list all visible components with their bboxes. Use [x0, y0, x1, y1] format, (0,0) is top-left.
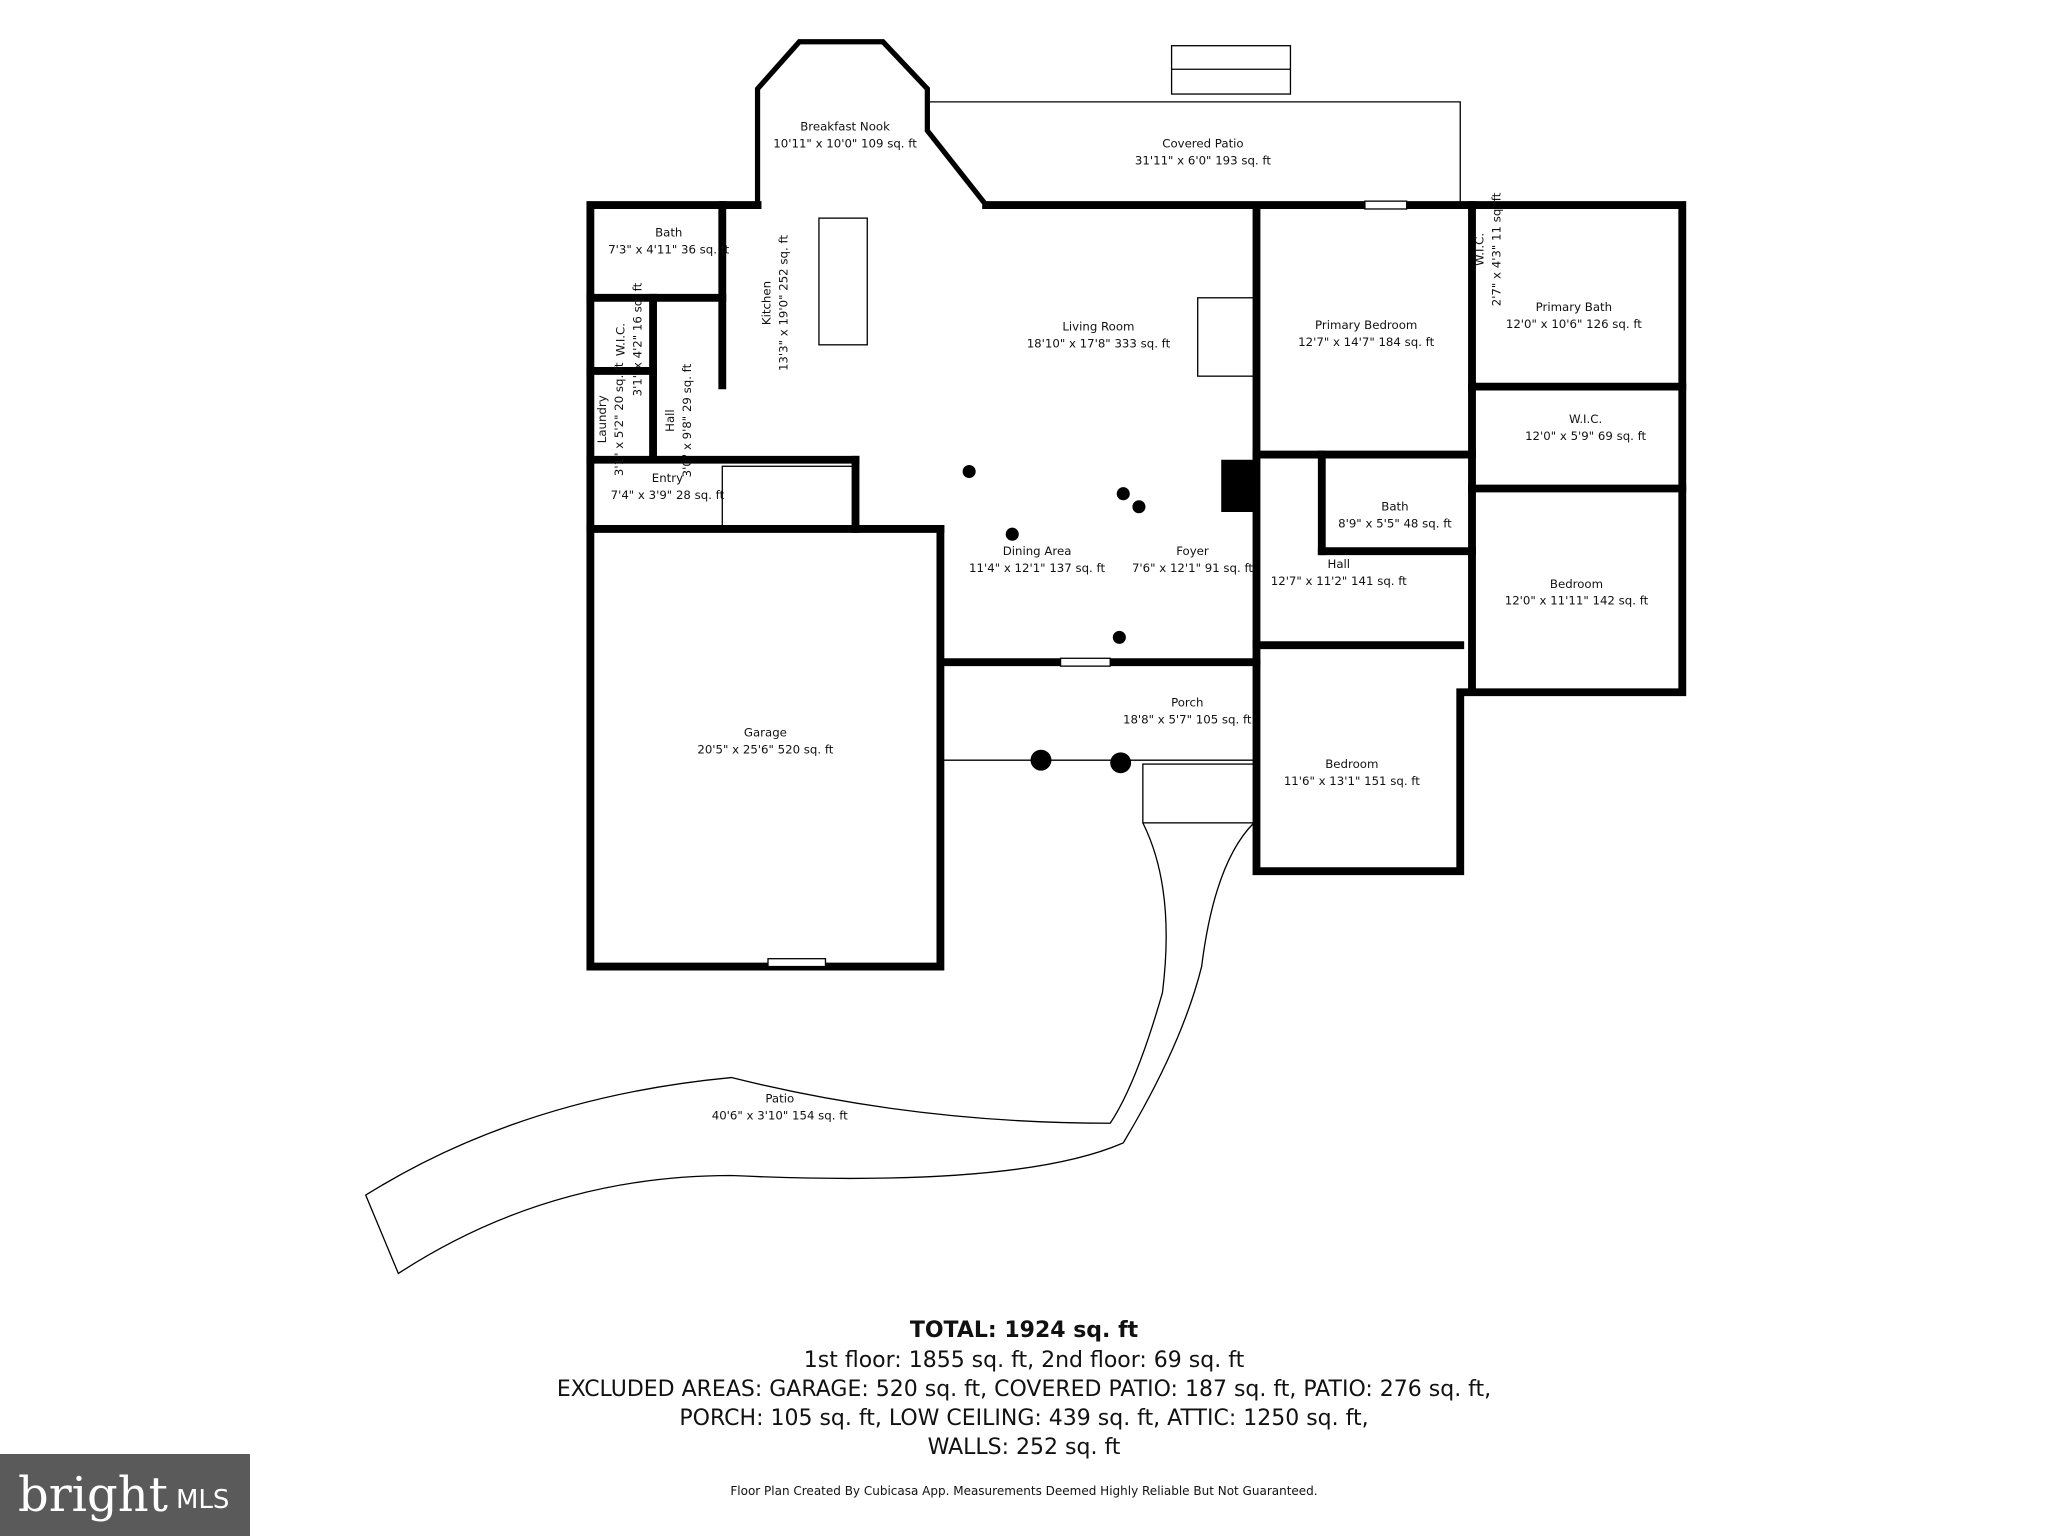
room-dimensions: 12'0" x 10'6" 126 sq. ft — [1506, 317, 1642, 331]
walls-area: WALLS: 252 sq. ft — [927, 1435, 1121, 1460]
room-name: Porch — [1171, 696, 1203, 710]
room-dimensions: 12'7" x 11'2" 141 sq. ft — [1271, 574, 1407, 588]
room-dimensions: 18'10" x 17'8" 333 sq. ft — [1027, 336, 1171, 350]
room-name: W.I.C. — [1569, 412, 1602, 426]
room-name: Living Room — [1062, 319, 1134, 333]
room-dimensions: 7'6" x 12'1" 91 sq. ft — [1132, 561, 1253, 575]
room-name: Covered Patio — [1162, 137, 1243, 151]
room-dimensions: 11'4" x 12'1" 137 sq. ft — [969, 561, 1105, 575]
bright-mls-logo: bright MLS — [0, 1454, 250, 1536]
room-dimensions: 7'4" x 3'9" 28 sq. ft — [611, 488, 725, 502]
room-label: Porch 18'8" x 5'7" 105 sq. ft — [1123, 696, 1252, 727]
room-dimensions: 12'7" x 14'7" 184 sq. ft — [1298, 335, 1434, 349]
total-area: TOTAL: 1924 sq. ft — [909, 1318, 1139, 1343]
room-name: W.I.C. — [1473, 233, 1487, 266]
room-label: Bath 8'9" x 5'5" 48 sq. ft — [1338, 500, 1452, 531]
room-name: Patio — [765, 1091, 794, 1105]
floor-areas: 1st floor: 1855 sq. ft, 2nd floor: 69 sq… — [803, 1348, 1245, 1373]
room-dimensions: 31'11" x 6'0" 193 sq. ft — [1135, 154, 1271, 168]
walls — [364, 39, 1687, 1275]
room-label: W.I.C. 12'0" x 5'9" 69 sq. ft — [1525, 412, 1646, 443]
room-dimensions: 40'6" x 3'10" 154 sq. ft — [712, 1108, 848, 1122]
room-name: Bath — [655, 225, 682, 239]
excluded-areas-1: EXCLUDED AREAS: GARAGE: 520 sq. ft, COVE… — [556, 1377, 1492, 1402]
room-label: Dining Area 11'4" x 12'1" 137 sq. ft — [969, 544, 1105, 575]
room-dimensions: 3'1" x 5'2" 20 sq. ft — [612, 362, 626, 476]
room-name: Garage — [744, 726, 787, 740]
room-label: Primary Bath 12'0" x 10'6" 126 sq. ft — [1506, 300, 1642, 331]
room-name: Hall — [1327, 557, 1350, 571]
room-dimensions: 8'9" x 5'5" 48 sq. ft — [1338, 517, 1452, 531]
room-label: Primary Bedroom 12'7" x 14'7" 184 sq. ft — [1298, 318, 1434, 349]
room-label: Entry 7'4" x 3'9" 28 sq. ft — [611, 471, 725, 502]
room-dimensions: 7'3" x 4'11" 36 sq. ft — [608, 242, 729, 256]
excluded-areas-2: PORCH: 105 sq. ft, LOW CEILING: 439 sq. … — [679, 1406, 1369, 1431]
room-label: Hall 12'7" x 11'2" 141 sq. ft — [1271, 557, 1407, 588]
room-label: Bath 7'3" x 4'11" 36 sq. ft — [608, 225, 729, 256]
room-dimensions: 18'8" x 5'7" 105 sq. ft — [1123, 713, 1252, 727]
room-label: Living Room 18'10" x 17'8" 333 sq. ft — [1027, 319, 1171, 350]
room-name: Bedroom — [1325, 757, 1378, 771]
room-dimensions: 20'5" x 25'6" 520 sq. ft — [697, 743, 833, 757]
room-name: Primary Bath — [1536, 300, 1612, 314]
room-name: Bath — [1381, 500, 1408, 514]
room-name: Hall — [663, 409, 677, 432]
summary-lines: 1st floor: 1855 sq. ft, 2nd floor: 69 sq… — [0, 1346, 2048, 1462]
logo-brand: bright — [18, 1467, 168, 1523]
room-dimensions: 10'11" x 10'0" 109 sq. ft — [773, 137, 917, 151]
room-name: Dining Area — [1003, 544, 1072, 558]
room-label: W.I.C.2'7" x 4'3" 11 sq. ft — [1473, 192, 1504, 306]
credit-note: Floor Plan Created By Cubicasa App. Meas… — [730, 1484, 1318, 1498]
room-label: Patio 40'6" x 3'10" 154 sq. ft — [712, 1091, 848, 1122]
room-labels: Breakfast Nook 10'11" x 10'0" 109 sq. ft C… — [595, 120, 1649, 1123]
room-label: Garage 20'5" x 25'6" 520 sq. ft — [697, 726, 833, 757]
room-name: W.I.C. — [613, 323, 627, 356]
room-name: Entry — [652, 471, 683, 485]
room-name: Foyer — [1176, 544, 1209, 558]
logo-suffix: MLS — [175, 1485, 230, 1515]
room-name: Breakfast Nook — [800, 120, 890, 134]
room-label: Foyer 7'6" x 12'1" 91 sq. ft — [1132, 544, 1253, 575]
room-dimensions: 3'1" x 4'2" 16 sq. ft — [630, 282, 644, 396]
room-dimensions: 11'6" x 13'1" 151 sq. ft — [1284, 774, 1420, 788]
room-name: Laundry — [595, 395, 609, 443]
room-name: Primary Bedroom — [1315, 318, 1417, 332]
room-dimensions: 13'3" x 19'0" 252 sq. ft — [777, 235, 791, 371]
room-label: Covered Patio 31'11" x 6'0" 193 sq. ft — [1135, 137, 1271, 168]
room-label: Breakfast Nook 10'11" x 10'0" 109 sq. ft — [773, 120, 917, 151]
room-dimensions: 12'0" x 5'9" 69 sq. ft — [1525, 429, 1646, 443]
room-label: Bedroom 11'6" x 13'1" 151 sq. ft — [1284, 757, 1420, 788]
room-label: W.I.C.3'1" x 4'2" 16 sq. ft — [613, 282, 644, 396]
room-dimensions: 2'7" x 4'3" 11 sq. ft — [1490, 192, 1504, 306]
room-dimensions: 3'0" x 9'8" 29 sq. ft — [680, 363, 694, 477]
room-label: Bedroom 12'0" x 11'11" 142 sq. ft — [1505, 577, 1649, 608]
room-dimensions: 12'0" x 11'11" 142 sq. ft — [1505, 594, 1649, 608]
room-name: Bedroom — [1550, 577, 1603, 591]
room-name: Kitchen — [760, 281, 774, 325]
